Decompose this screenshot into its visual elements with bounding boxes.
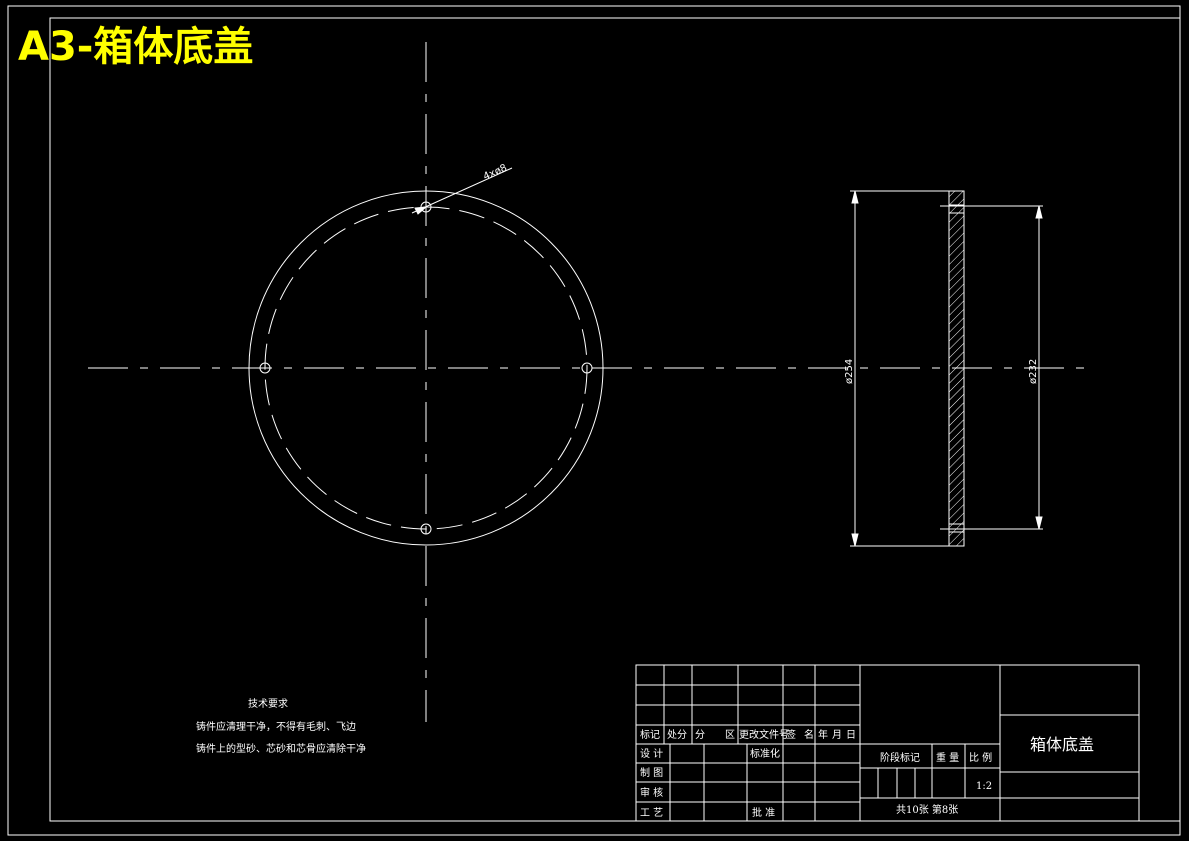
hole-leader-arrow (414, 206, 428, 215)
front-view (88, 42, 1092, 722)
bolt-hole-right (581, 362, 593, 374)
tb-review: 审 核 (640, 786, 663, 799)
outer-circle (248, 190, 604, 546)
tb-approve: 批 准 (752, 806, 775, 819)
drawing-title: A3-箱体底盖 (18, 24, 253, 70)
tb-design: 设 计 (640, 747, 663, 760)
tb-part-name: 箱体底盖 (1030, 735, 1094, 754)
side-view (850, 190, 1043, 547)
tb-header-day: 日 (846, 730, 856, 741)
tb-drawing: 制 图 (640, 766, 663, 779)
bolt-hole-left (259, 362, 271, 374)
hole-dimension-label: 4xø8 (482, 163, 509, 183)
sheet-outer-border (7, 5, 1181, 836)
tb-header-count: 处分 (667, 729, 687, 741)
tb-header-sign-b: 名 (804, 728, 814, 741)
tech-req-heading: 技术要求 (248, 697, 288, 710)
tb-header-year: 年 (818, 728, 828, 741)
tb-process: 工 艺 (640, 807, 663, 819)
side-section-outline (948, 190, 965, 547)
tb-header-zone-b: 区 (725, 729, 735, 741)
tb-header-sign-a: 签 (786, 728, 796, 741)
drawing-frame (49, 17, 1181, 822)
tech-req-line-1: 铸件应清理干净，不得有毛刺、飞边 (196, 720, 356, 733)
tb-header-zone-a: 分 (695, 729, 705, 741)
title-block (635, 664, 1140, 822)
tb-stage-mark: 阶段标记 (880, 751, 920, 764)
tech-req-line-2: 铸件上的型砂、芯砂和芯骨应清除干净 (196, 742, 366, 755)
hole-leader (411, 167, 513, 214)
tb-header-month: 月 (832, 729, 842, 741)
tb-header-mark: 标记 (640, 729, 660, 741)
tb-weight: 重 量 (936, 751, 959, 764)
bolt-hole-bottom (420, 523, 432, 535)
side-section-hatch (948, 190, 965, 547)
tb-standardize: 标准化 (750, 747, 780, 760)
outer-dia-label: ø254 (844, 359, 855, 384)
tb-scale-label: 比 例 (969, 751, 992, 764)
tb-scale-value: 1:2 (976, 781, 992, 792)
tb-sheets: 共10张 第8张 (896, 803, 958, 816)
tb-header-doc: 更改文件号 (739, 728, 789, 741)
inner-dia-label: ø232 (1028, 359, 1039, 384)
